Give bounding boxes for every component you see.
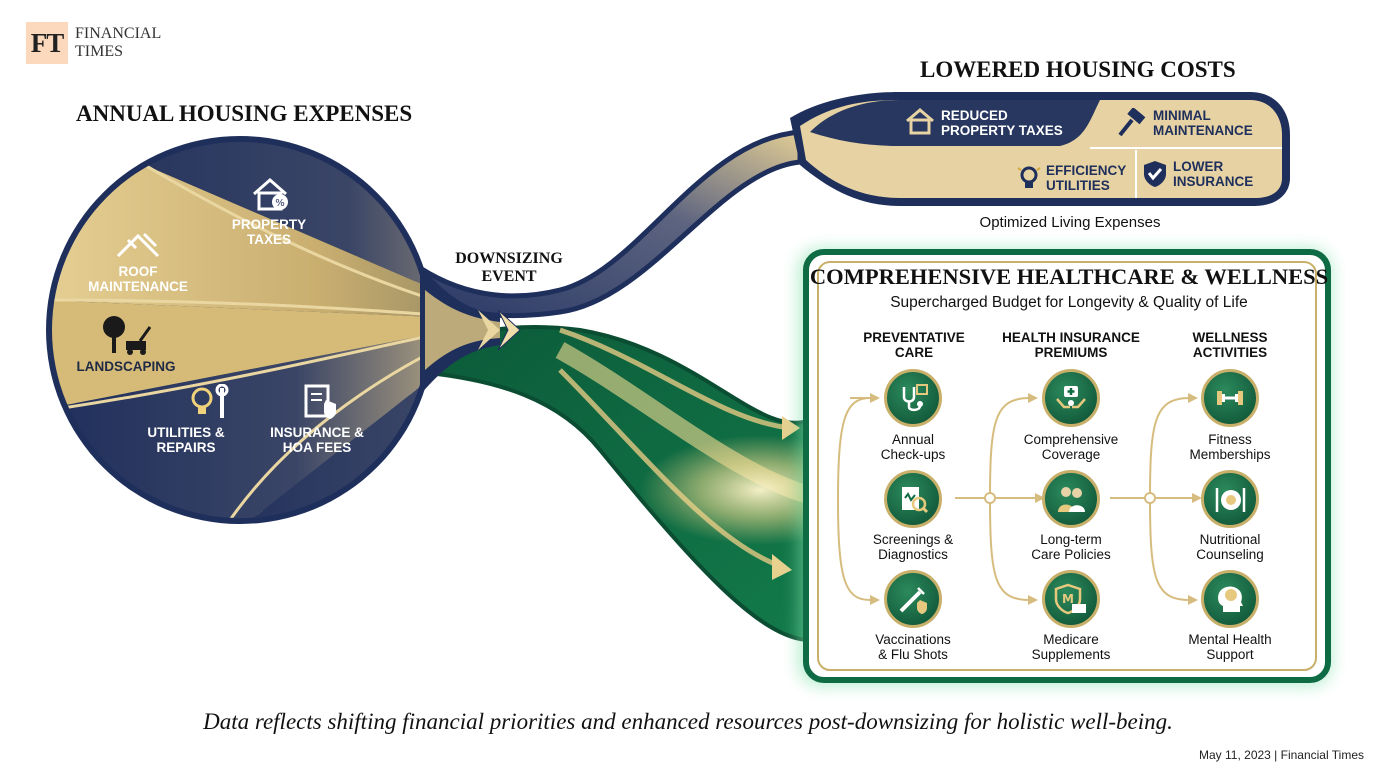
item-label-annual-checkups: Annual Check-ups	[880, 432, 946, 462]
segment-label-roof-maintenance: ROOF MAINTENANCE	[88, 264, 188, 294]
item-label-screenings: Screenings & Diagnostics	[872, 532, 954, 562]
bulb-wrench-icon	[191, 384, 229, 418]
item-label-fitness: Fitness Memberships	[1189, 432, 1271, 462]
brain-head-icon	[1201, 570, 1259, 628]
segment-label-utilities-repairs: UTILITIES & REPAIRS	[147, 425, 225, 455]
segment-label-property-taxes: PROPERTY TAXES	[231, 217, 307, 247]
footer-caption: Data reflects shifting financial priorit…	[203, 709, 1173, 734]
house-percent-icon: %	[253, 178, 288, 211]
syringe-shield-icon	[884, 570, 942, 628]
item-label-nutrition: Nutritional Counseling	[1196, 532, 1264, 562]
lower-insurance-label: LOWER INSURANCE	[1173, 159, 1254, 189]
house-icon	[906, 108, 934, 135]
elderly-couple-icon	[1042, 470, 1100, 528]
dumbbell-icon	[1201, 369, 1259, 427]
tree-mower-icon	[103, 316, 152, 355]
svg-text:%: %	[275, 198, 285, 209]
medicare-shield-money-icon: M	[1042, 570, 1100, 628]
document-shield-icon	[304, 384, 336, 419]
optimized-caption: Optimized Living Expenses	[979, 214, 1161, 231]
column-header-preventative: PREVENTATIVE CARE	[863, 330, 965, 360]
shield-check-icon	[1144, 161, 1166, 187]
ft-logo: FT	[26, 22, 68, 64]
segment-label-landscaping: LANDSCAPING	[76, 359, 176, 374]
stethoscope-calendar-icon	[884, 369, 942, 427]
health-subtitle: Supercharged Budget for Longevity & Qual…	[890, 294, 1248, 311]
hammer-icon	[1118, 108, 1146, 137]
roof-tools-icon	[116, 232, 160, 258]
lightbulb-icon	[1017, 166, 1041, 188]
column-header-insurance-premiums: HEALTH INSURANCE PREMIUMS	[1002, 330, 1140, 360]
hands-medical-kit-icon	[1042, 369, 1100, 427]
segment-label-insurance-hoa: INSURANCE & HOA FEES	[270, 425, 364, 455]
item-label-long-term-care: Long-term Care Policies	[1031, 532, 1111, 562]
item-label-mental-health: Mental Health Support	[1188, 632, 1272, 662]
item-label-comprehensive-coverage: Comprehensive Coverage	[1023, 432, 1119, 462]
svg-text:M: M	[1062, 592, 1074, 606]
annual-expenses-title: ANNUAL HOUSING EXPENSES	[76, 101, 413, 126]
downsizing-event-label: DOWNSIZING EVENT	[455, 250, 563, 285]
column-header-wellness: WELLNESS ACTIVITIES	[1192, 330, 1268, 360]
minimal-maintenance-label: MINIMAL MAINTENANCE	[1153, 108, 1253, 138]
item-label-vaccinations: Vaccinations & Flu Shots	[875, 632, 951, 662]
plate-fork-knife-icon	[1201, 470, 1259, 528]
clipboard-magnifier-icon	[884, 470, 942, 528]
efficiency-utilities-label: EFFICIENCY UTILITIES	[1046, 163, 1127, 193]
lowered-costs-title: LOWERED HOUSING COSTS	[920, 57, 1236, 82]
item-label-medicare-supplements: Medicare Supplements	[1031, 632, 1111, 662]
dateline: May 11, 2023 | Financial Times	[1199, 748, 1364, 762]
health-title: COMPREHENSIVE HEALTHCARE & WELLNESS	[809, 264, 1329, 289]
reduced-property-taxes-label: REDUCED PROPERTY TAXES	[941, 108, 1063, 138]
brand-name: FINANCIAL TIMES	[75, 25, 162, 60]
